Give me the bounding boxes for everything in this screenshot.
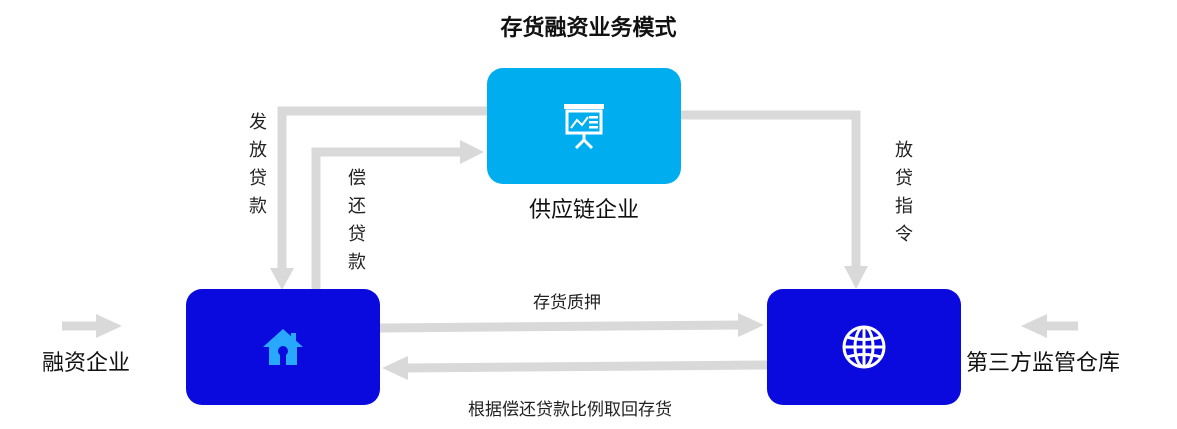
arrowhead-repay (460, 140, 484, 164)
warehouse-label: 第三方监管仓库 (966, 350, 1121, 375)
presentation-board-icon (564, 104, 604, 150)
arrowhead-disburse (270, 268, 294, 290)
supply-chain-node (487, 68, 681, 184)
financing-enterprise-label: 融资企业 (42, 350, 131, 375)
edge-label-redeem-inventory: 根据偿还贷款比例取回存货 (468, 400, 672, 419)
arrowhead-instruct (844, 266, 868, 289)
arrow-disburse-loan (277, 106, 487, 270)
edge-label-inventory-pledge: 存货质押 (533, 293, 601, 312)
edge-label-loan-instruction: 放贷指令 (893, 140, 913, 252)
edge-label-disburse-loan: 发放贷款 (247, 112, 267, 224)
edge-label-repay-loan: 偿还贷款 (346, 168, 366, 280)
globe-icon (842, 325, 886, 369)
arrowhead-redeem (382, 356, 408, 380)
diagram-title: 存货融资业务模式 (500, 15, 677, 40)
arrow-repay-loan (311, 147, 462, 289)
arrow-inventory-pledge (379, 320, 741, 333)
warehouse-node (767, 289, 961, 405)
arrowhead-into-warehouse (1021, 314, 1047, 338)
arrow-redeem-inventory (405, 360, 768, 373)
financing-enterprise-node (186, 289, 380, 405)
supply-chain-label: 供应链企业 (528, 197, 639, 222)
house-icon (263, 329, 303, 365)
arrowhead-into-financing (96, 314, 122, 338)
arrow-loan-instruction (681, 110, 861, 268)
arrowhead-pledge (738, 313, 764, 337)
